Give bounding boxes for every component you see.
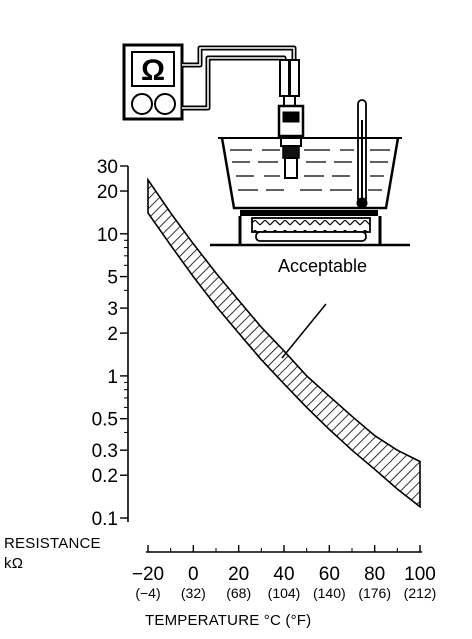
ohm-symbol: Ω: [141, 54, 165, 87]
x-tick-label: −20: [132, 564, 164, 585]
x-tick-fahrenheit: (176): [358, 585, 391, 601]
meter-jack-left: [131, 93, 153, 115]
y-tick-label: 0.3: [92, 441, 118, 462]
x-tick-fahrenheit: (32): [181, 585, 206, 601]
y-tick-label: 30: [97, 157, 118, 178]
y-tick-label: 0.1: [92, 509, 118, 530]
ohmmeter: Ω: [122, 43, 184, 121]
x-tick-label: 20: [228, 564, 249, 585]
y-tick-label: 5: [107, 268, 118, 289]
x-tick-label: 60: [319, 564, 340, 585]
x-tick-label: 40: [273, 564, 294, 585]
water-bath: [218, 137, 402, 216]
acceptable-range-band: [147, 177, 421, 509]
water-surface: [230, 149, 390, 191]
y-tick-label: 1: [107, 367, 118, 388]
x-tick-fahrenheit: (140): [313, 585, 346, 601]
x-tick-label: 100: [404, 564, 436, 585]
y-axis-label-line1: RESISTANCE: [4, 535, 101, 552]
y-tick-label: 2: [107, 324, 118, 345]
y-tick-label: 10: [97, 225, 118, 246]
test-probes: [279, 59, 300, 108]
x-tick-label: 80: [364, 564, 385, 585]
heater-stand: [210, 216, 410, 247]
y-tick-label: 0.5: [92, 410, 118, 431]
x-tick-fahrenheit: (212): [404, 585, 437, 601]
thermo-sensor: [277, 104, 305, 179]
acceptable-label: Acceptable: [278, 256, 367, 276]
y-tick-label: 0.2: [92, 466, 118, 487]
y-tick-label: 3: [107, 299, 118, 320]
x-axis-ticks: −20(−4) 0(32) 20(68) 40(104) 60(140) 80(176) 1…: [132, 545, 436, 601]
y-axis-ticks: 30 20 10 5 3 2 1 0.5 0.3 0.2 0.1: [92, 157, 128, 530]
y-tick-label: 20: [97, 182, 118, 203]
acceptable-leader: [281, 303, 327, 359]
meter-jack-right: [154, 93, 176, 115]
thermometer: [356, 99, 368, 209]
meter-leads: [182, 45, 297, 111]
x-axis-label: TEMPERATURE °C (°F): [145, 612, 311, 629]
x-tick-label: 0: [188, 564, 199, 585]
x-tick-fahrenheit: (−4): [135, 585, 160, 601]
x-tick-fahrenheit: (104): [268, 585, 301, 601]
y-axis-label-line2: kΩ: [4, 555, 23, 572]
x-tick-fahrenheit: (68): [226, 585, 251, 601]
